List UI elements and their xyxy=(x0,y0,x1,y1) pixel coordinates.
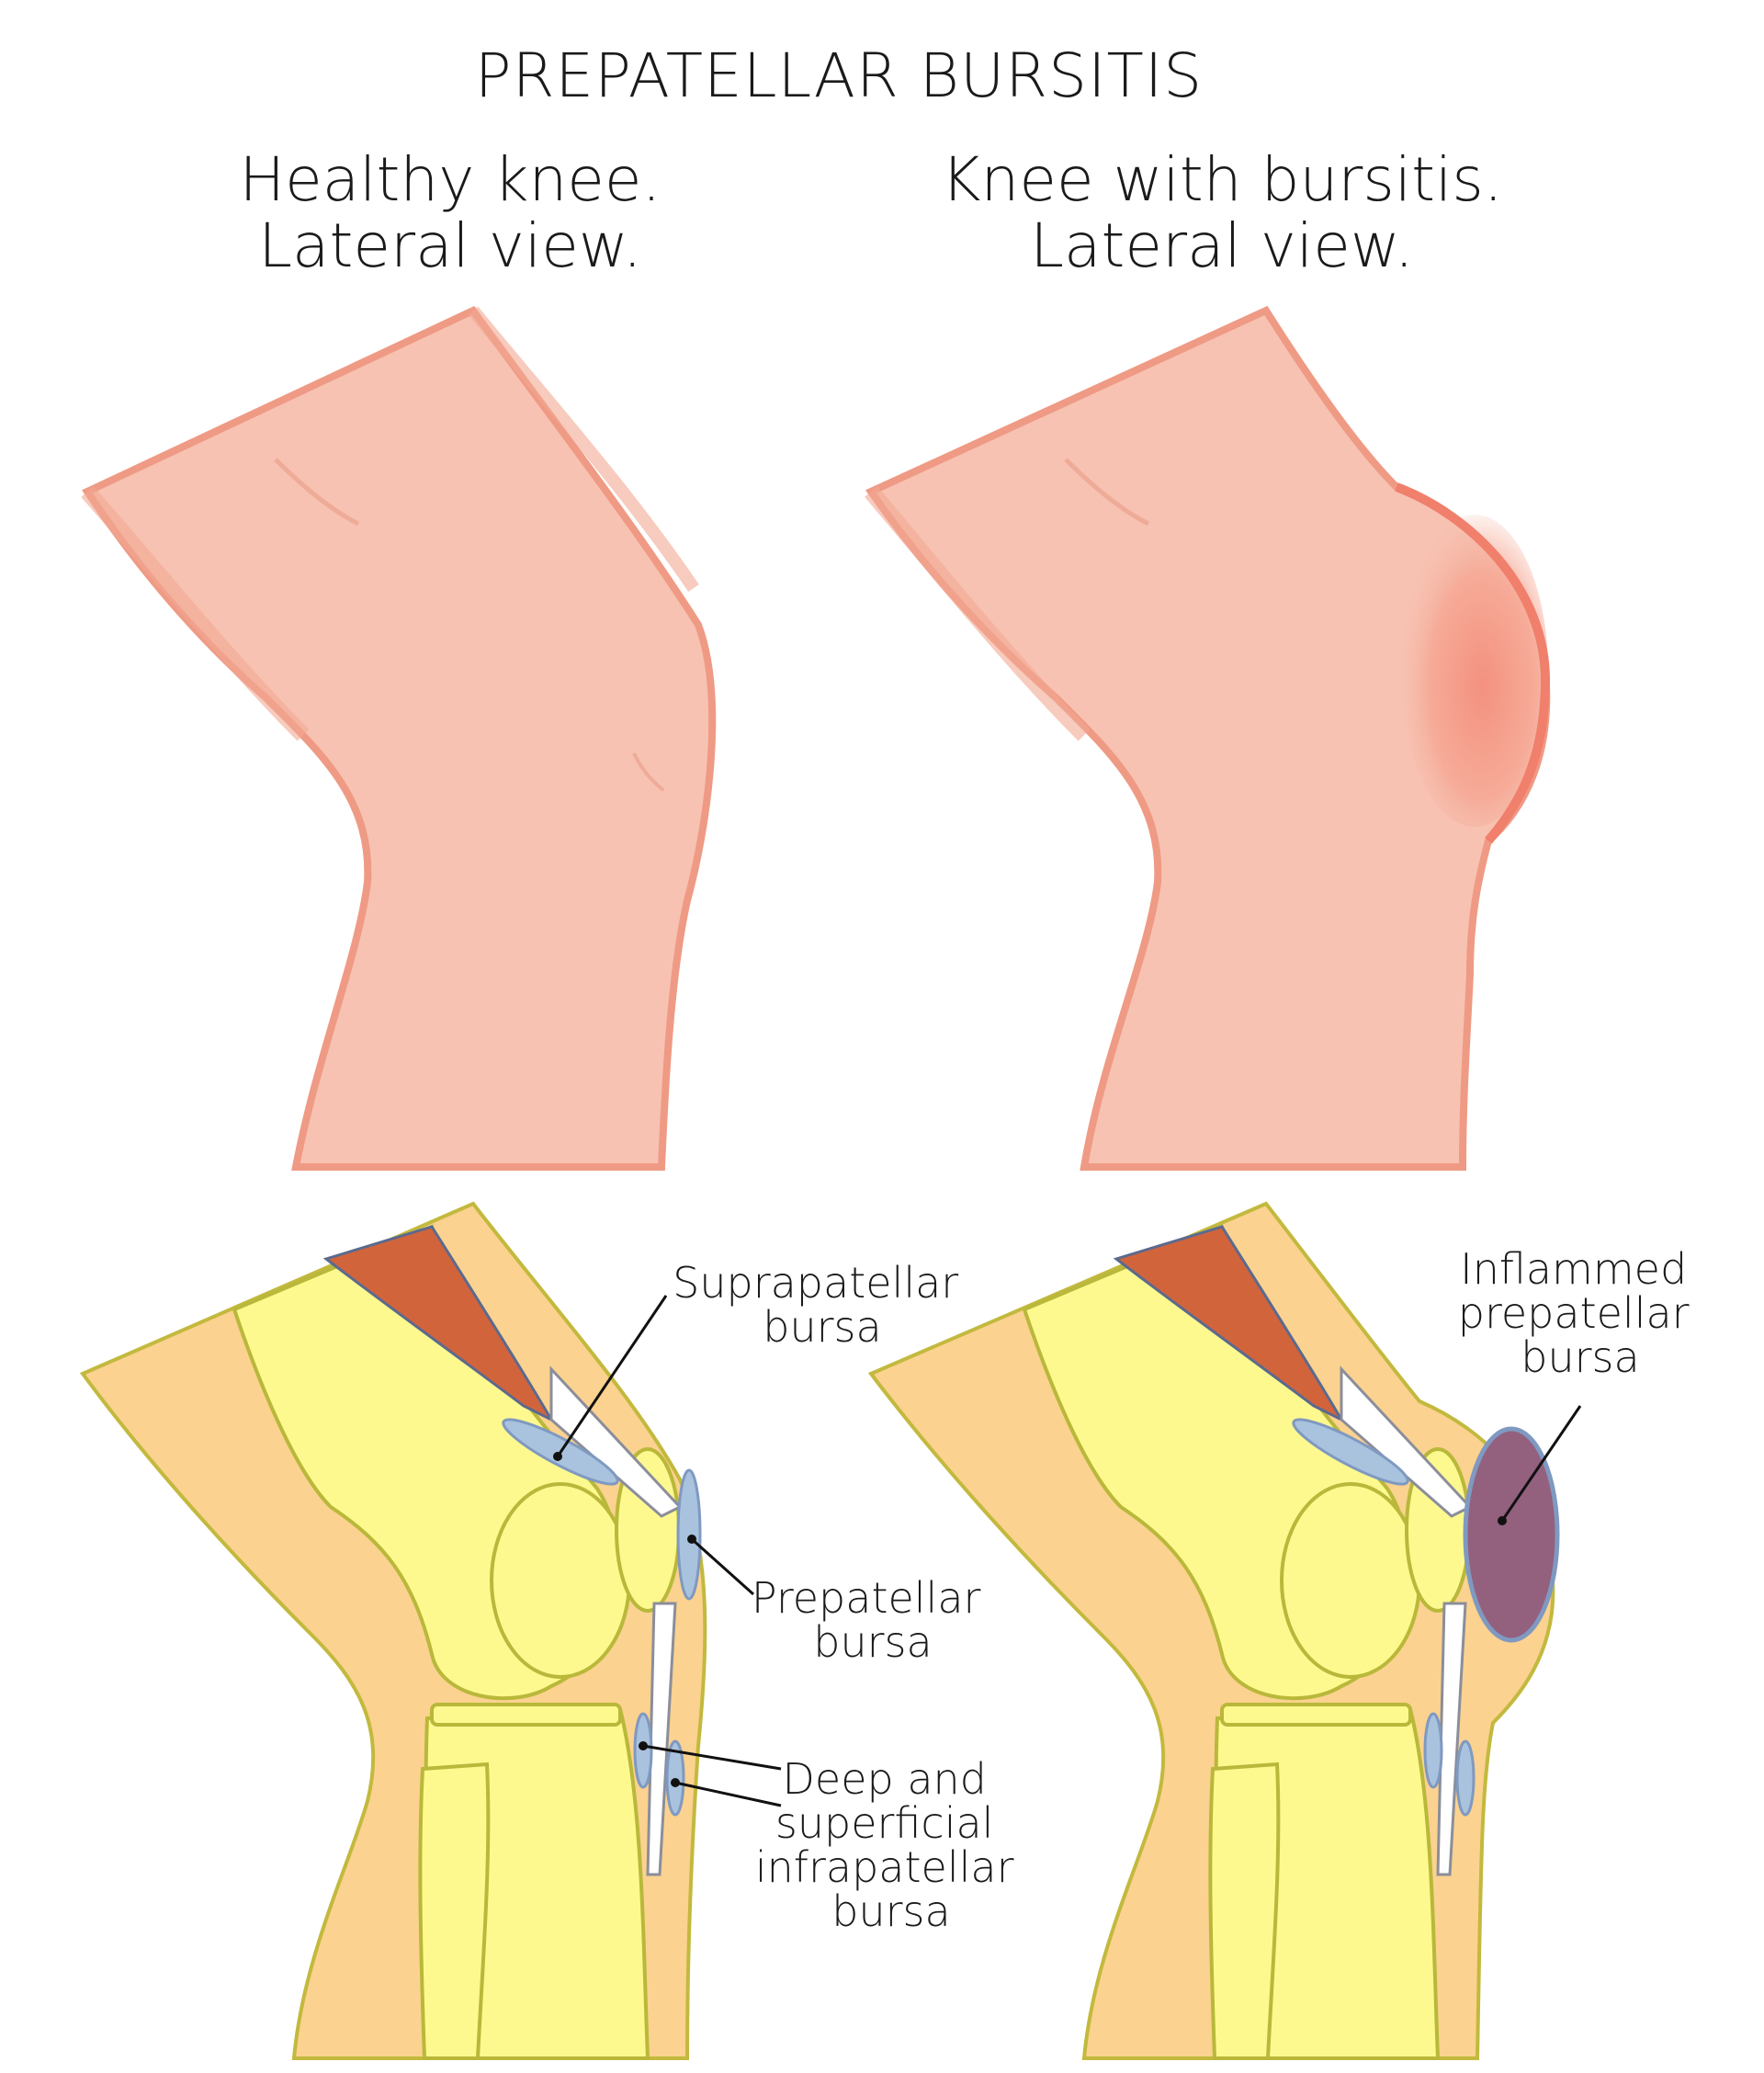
infrapatellar-line2: superficial xyxy=(775,1798,994,1848)
healthy-knee-exterior xyxy=(81,305,717,1171)
prepatellar-line2: bursa xyxy=(813,1617,932,1667)
superficial-infrapatellar-leader xyxy=(674,1781,782,1807)
swelling-highlight xyxy=(1401,515,1548,827)
prepatellar-leader xyxy=(690,1537,755,1596)
suprapatellar-leader xyxy=(556,1295,668,1457)
label-inflamed-prepatellar-bursa: Inflammed prepatellar bursa xyxy=(1458,1244,1702,1382)
inflamed-line1: Inflammed xyxy=(1460,1244,1687,1294)
inflamed-leader xyxy=(1500,1405,1582,1522)
bursitis-knee-cross-section xyxy=(867,1201,1582,2060)
inflamed-line3: bursa xyxy=(1521,1332,1639,1382)
bursitis-title-line2: Lateral view. xyxy=(1030,210,1414,281)
infrapatellar-line3: infrapatellar xyxy=(755,1842,1014,1892)
label-suprapatellar-bursa: Suprapatellar bursa xyxy=(673,1258,972,1352)
inflamed-prepatellar-bursa xyxy=(1463,1426,1560,1643)
inflamed-line2: prepatellar xyxy=(1458,1288,1690,1338)
prepatellar-line1: Prepatellar xyxy=(752,1573,981,1623)
healthy-title-line1: Healthy knee. xyxy=(239,144,662,215)
infrapatellar-line4: bursa xyxy=(831,1886,950,1936)
healthy-title-line2: Lateral view. xyxy=(258,210,642,281)
suprapatellar-line1: Suprapatellar xyxy=(673,1258,958,1308)
bursitis-knee-title: Knee with bursitis. Lateral view. xyxy=(937,147,1507,279)
main-title: PREPATELLAR BURSITIS xyxy=(474,40,1204,111)
prepatellar-bursa xyxy=(676,1468,702,1601)
infrapatellar-line1: Deep and xyxy=(782,1754,986,1804)
suprapatellar-line2: bursa xyxy=(763,1302,881,1352)
label-infrapatellar-bursa: Deep and superficial infrapatellar bursa xyxy=(755,1754,1027,1936)
deep-infrapatellar-leader xyxy=(642,1744,782,1771)
label-prepatellar-bursa: Prepatellar bursa xyxy=(752,1573,994,1667)
healthy-knee-cross-section xyxy=(79,1201,782,2060)
bursitis-knee-exterior xyxy=(865,305,1551,1171)
healthy-knee-title: Healthy knee. Lateral view. xyxy=(184,147,717,279)
bursitis-title-line1: Knee with bursitis. xyxy=(941,144,1503,215)
